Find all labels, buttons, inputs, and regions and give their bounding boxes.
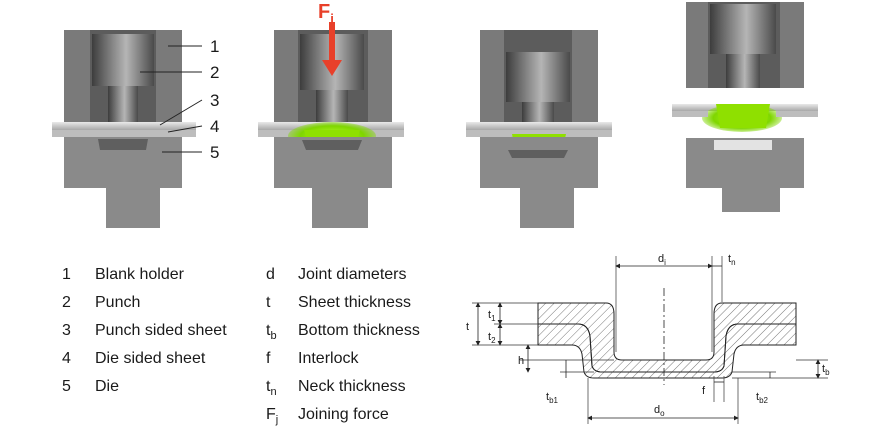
dim-di: di bbox=[658, 253, 666, 267]
legend-symbol-item: tn Neck thickness bbox=[266, 378, 406, 398]
punch-sided-sheet bbox=[52, 122, 196, 130]
svg-text:Bottom thickness: Bottom thickness bbox=[298, 322, 420, 339]
svg-text:1: 1 bbox=[62, 266, 71, 283]
legend-symbol-item: d Joint diameters bbox=[266, 266, 407, 283]
dim-tb1: tb1 bbox=[546, 391, 559, 405]
svg-text:2: 2 bbox=[62, 294, 71, 311]
svg-text:d: d bbox=[266, 266, 275, 283]
callout-3: 3 bbox=[210, 91, 219, 110]
legend-symbol-item: f Interlock bbox=[266, 350, 359, 367]
callout-2: 2 bbox=[210, 63, 219, 82]
legend-symbols: d Joint diameters t Sheet thickness tb B… bbox=[266, 266, 420, 426]
dim-h: h bbox=[518, 355, 524, 367]
svg-text:Die: Die bbox=[95, 378, 119, 395]
svg-text:tn: tn bbox=[266, 378, 277, 398]
dim-t1: t1 bbox=[488, 309, 496, 323]
legend-item: 1 Blank holder bbox=[62, 266, 185, 283]
dim-tn: tn bbox=[728, 253, 736, 267]
svg-text:Punch: Punch bbox=[95, 294, 140, 311]
punch bbox=[92, 34, 154, 86]
svg-text:Sheet thickness: Sheet thickness bbox=[298, 294, 411, 311]
callout-4: 4 bbox=[210, 117, 219, 136]
stage-3-formed bbox=[466, 30, 612, 228]
dim-do: do bbox=[654, 404, 665, 418]
dim-tb2: tb2 bbox=[756, 391, 769, 405]
svg-text:t: t bbox=[266, 294, 271, 311]
die bbox=[64, 137, 182, 228]
callout-5: 5 bbox=[210, 143, 219, 162]
dim-t2: t2 bbox=[488, 331, 496, 345]
force-label: Fj bbox=[318, 1, 334, 26]
legend-item: 5 Die bbox=[62, 378, 119, 395]
legend-item: 4 Die sided sheet bbox=[62, 350, 206, 367]
svg-text:Punch sided sheet: Punch sided sheet bbox=[95, 322, 227, 339]
callout-1: 1 bbox=[210, 37, 219, 56]
svg-text:Joint diameters: Joint diameters bbox=[298, 266, 407, 283]
dim-f: f bbox=[702, 385, 706, 397]
die-sided-sheet bbox=[52, 130, 196, 137]
legend-components: 1 Blank holder 2 Punch 3 Punch sided she… bbox=[62, 266, 227, 395]
svg-text:Fj: Fj bbox=[266, 406, 278, 426]
joint-cross-section: di tn t t1 t2 h tb1 f tb2 tb do bbox=[466, 253, 830, 424]
svg-text:5: 5 bbox=[62, 378, 71, 395]
stage-4-released bbox=[672, 2, 818, 212]
dim-tb: tb bbox=[822, 363, 830, 377]
legend-item: 2 Punch bbox=[62, 294, 140, 311]
force-arrow-head bbox=[322, 60, 342, 76]
svg-text:Interlock: Interlock bbox=[298, 350, 359, 367]
legend-symbol-item: tb Bottom thickness bbox=[266, 322, 420, 342]
svg-text:f: f bbox=[266, 350, 271, 367]
svg-text:Blank holder: Blank holder bbox=[95, 266, 185, 283]
lower-sheet-section bbox=[537, 323, 797, 379]
legend-symbol-item: t Sheet thickness bbox=[266, 294, 411, 311]
force-arrow-shaft bbox=[329, 22, 335, 64]
svg-text:4: 4 bbox=[62, 350, 71, 367]
callout-leaders bbox=[140, 45, 203, 153]
svg-text:tb: tb bbox=[266, 322, 277, 342]
legend-item: 3 Punch sided sheet bbox=[62, 322, 227, 339]
svg-text:Neck thickness: Neck thickness bbox=[298, 378, 406, 395]
svg-text:Die sided sheet: Die sided sheet bbox=[95, 350, 206, 367]
svg-text:Joining force: Joining force bbox=[298, 406, 389, 423]
stage-1-initial: 1 2 3 4 5 bbox=[52, 30, 219, 228]
stage-2-joining: Fj bbox=[258, 1, 404, 228]
svg-text:3: 3 bbox=[62, 322, 71, 339]
legend-symbol-item: Fj Joining force bbox=[266, 406, 389, 426]
dim-t: t bbox=[466, 321, 469, 333]
